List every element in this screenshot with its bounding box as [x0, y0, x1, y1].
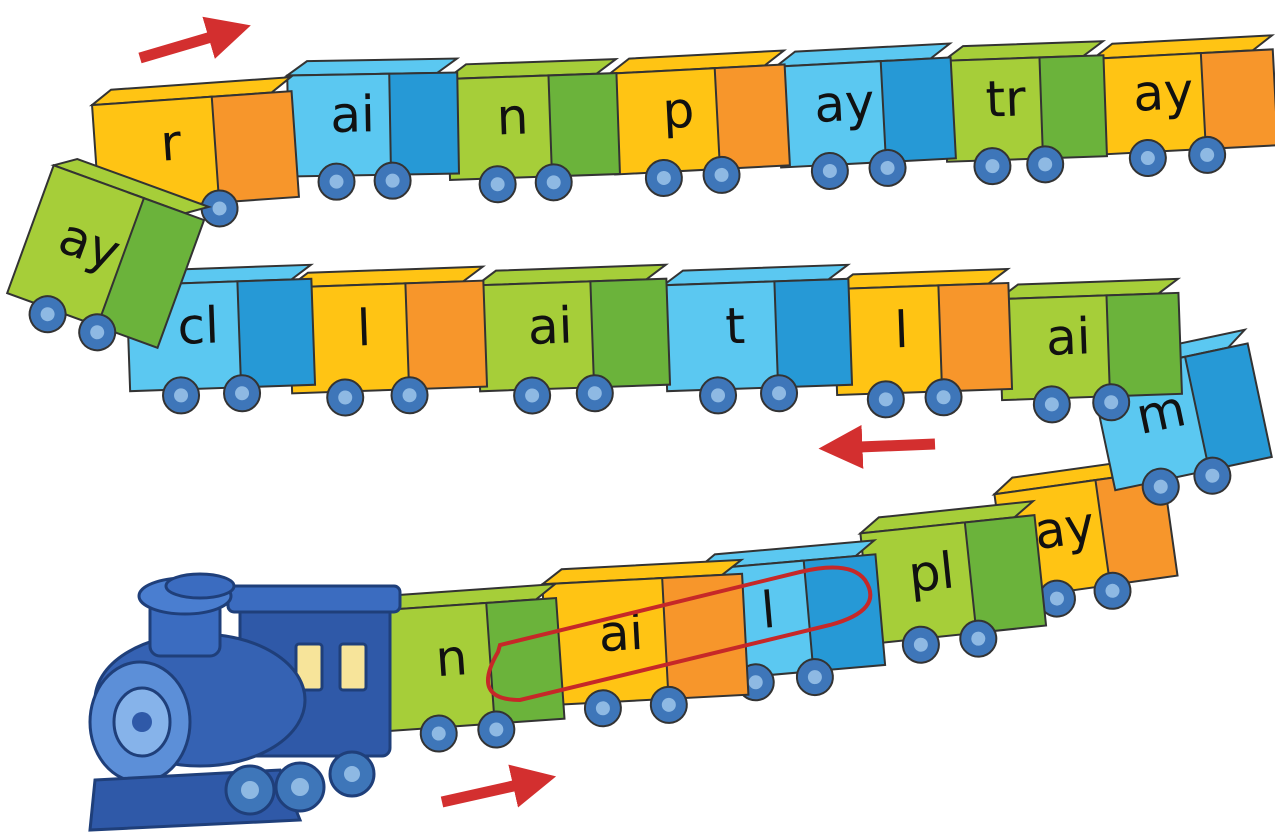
car-letters: p	[661, 81, 696, 141]
train-car-top-5: ay	[772, 42, 957, 190]
car-letters: ay	[813, 73, 876, 134]
car-letters: ai	[527, 296, 574, 356]
right-arrow-icon	[440, 764, 557, 808]
car-letters: ai	[330, 85, 376, 144]
train-car-top-2: ai	[284, 57, 461, 201]
car-letters: l	[893, 301, 909, 359]
car-letters: r	[159, 113, 184, 172]
train-car-middle-4: l	[830, 267, 1014, 419]
train-car-top-4: p	[606, 49, 791, 197]
car-letters: cl	[177, 296, 220, 355]
train-car-bottom-3: ai	[539, 558, 750, 728]
car-letters: pl	[906, 541, 957, 603]
train-car-bottom-4: n	[378, 582, 566, 753]
train-car-middle-2: ai	[473, 263, 672, 415]
car-letters: ay	[1132, 62, 1195, 123]
train-car-top-0: ay	[5, 157, 213, 352]
car-letters: ai	[1045, 307, 1092, 367]
train-car-top-6: tr	[940, 40, 1108, 186]
highlight-loop	[486, 565, 873, 703]
train-car-top-3: n	[443, 57, 621, 204]
car-letters: n	[434, 628, 470, 688]
car-letters: t	[724, 297, 746, 356]
train-car-middle-1: l	[285, 265, 489, 417]
car-letters: l	[356, 299, 372, 357]
car-letters: n	[496, 87, 530, 146]
right-arrow-icon	[138, 16, 251, 64]
train-car-middle-5: ai	[995, 277, 1183, 424]
train-car-top-7: ay	[1089, 34, 1275, 178]
steam-locomotive-icon	[88, 572, 402, 832]
train-car-bottom-1: pl	[857, 499, 1048, 664]
car-letters: tr	[985, 69, 1028, 128]
car-letters: l	[759, 581, 778, 640]
train-car-middle-3: t	[660, 263, 854, 415]
car-letters: ay	[1031, 495, 1099, 561]
left-arrow-icon	[818, 424, 936, 469]
